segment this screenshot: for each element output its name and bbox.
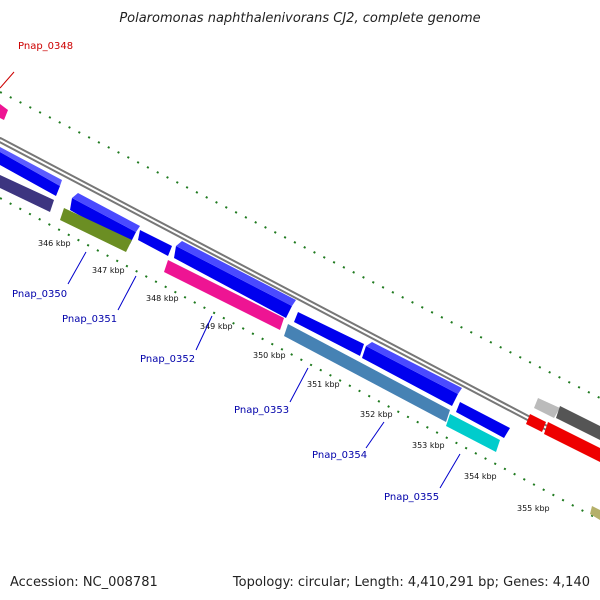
kbp-label: 346 kbp: [38, 239, 71, 248]
kbp-label: 352 kbp: [360, 410, 393, 419]
gene-feature-khaki[interactable]: [590, 506, 600, 520]
gene-feature-cyan[interactable]: [446, 414, 500, 452]
gene-feature-magenta[interactable]: [164, 260, 284, 330]
genome-backbone: [0, 137, 600, 459]
map-title: Polaromonas naphthalenivorans CJ2, compl…: [119, 11, 480, 26]
gene-label-pnap-0355[interactable]: Pnap_0355: [384, 492, 439, 503]
kbp-label: 351 kbp: [307, 380, 340, 389]
gene-feature-olive[interactable]: [60, 208, 132, 252]
gene-label-pnap-0350[interactable]: Pnap_0350: [12, 289, 67, 300]
gene-label-leaders: [0, 71, 461, 489]
gene-feature-gray[interactable]: [556, 406, 600, 440]
gene-feature-blue-1[interactable]: [70, 193, 140, 244]
outer-ruler-track: [0, 91, 600, 399]
gene-feature-slate[interactable]: [0, 175, 54, 212]
gene-feature-blue-4[interactable]: [294, 312, 364, 356]
kbp-label: 350 kbp: [253, 351, 286, 360]
gene-label-pnap-0352[interactable]: Pnap_0352: [140, 354, 195, 365]
gene-feature-silver[interactable]: [534, 398, 560, 418]
kbp-label: 349 kbp: [200, 322, 233, 331]
gene-feature-blue-2[interactable]: [138, 230, 172, 256]
gene-label-pnap-0353[interactable]: Pnap_0353: [234, 405, 289, 416]
gene-feature-blue-5[interactable]: [362, 342, 462, 406]
gene-labels: Pnap_0348 Pnap_0350 Pnap_0351 Pnap_0352 …: [12, 41, 439, 503]
gene-label-pnap-0354[interactable]: Pnap_0354: [312, 450, 367, 461]
kbp-label: 355 kbp: [517, 504, 550, 513]
gene-feature-blue-6[interactable]: [456, 402, 510, 438]
gene-label-pnap-0351[interactable]: Pnap_0351: [62, 314, 117, 325]
kbp-label: 348 kbp: [146, 294, 179, 303]
gene-feature-blue-3[interactable]: [174, 241, 296, 318]
gene-label-pnap-0348[interactable]: Pnap_0348: [18, 41, 73, 52]
gene-feature-upper-left-blue[interactable]: [0, 147, 62, 196]
kbp-label: 353 kbp: [412, 441, 445, 450]
topology-text: Topology: circular; Length: 4,410,291 bp…: [232, 575, 590, 590]
kbp-label: 354 kbp: [464, 472, 497, 481]
gene-feature-steelblue[interactable]: [284, 324, 450, 422]
kbp-label: 347 kbp: [92, 266, 125, 275]
accession-text: Accession: NC_008781: [10, 575, 158, 590]
gene-feature-red-large[interactable]: [544, 422, 600, 462]
gene-feature-pink-edge[interactable]: [0, 104, 8, 120]
kbp-labels: 346 kbp 347 kbp 348 kbp 349 kbp 350 kbp …: [38, 239, 550, 513]
gene-feature-red-small[interactable]: [526, 414, 546, 432]
inner-ruler-track: [0, 197, 600, 521]
